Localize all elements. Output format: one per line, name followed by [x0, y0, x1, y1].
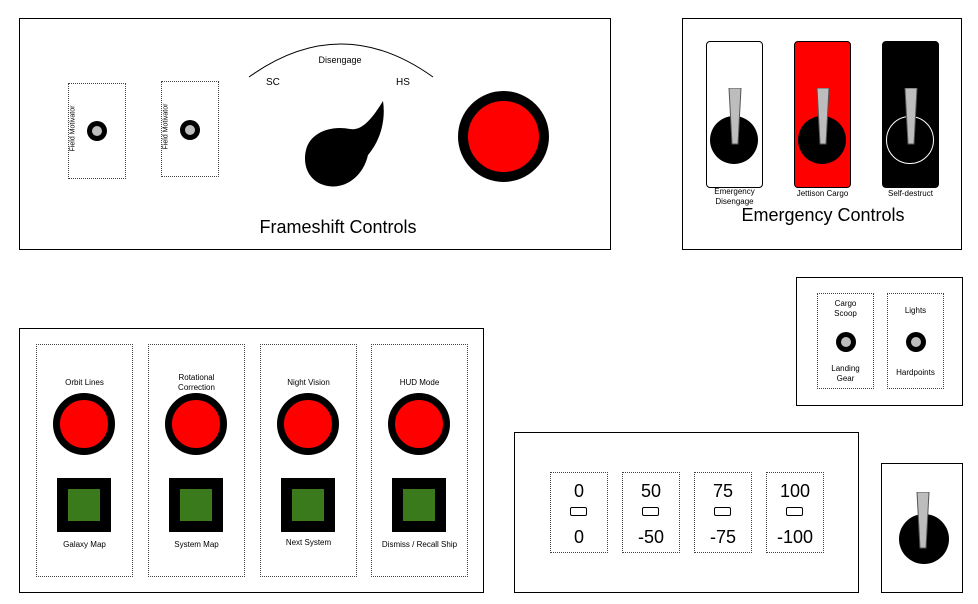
switch-lever-icon [904, 88, 918, 145]
cargo-scoop-box: Cargo Scoop Landing Gear [817, 293, 874, 389]
orbit-lines-label: Orbit Lines [65, 378, 104, 387]
preset-forward-value: 50 [640, 481, 662, 501]
night-vision-column: Night Vision Next System [260, 344, 357, 577]
preset-reverse-value: -100 [776, 527, 814, 547]
jettison-cargo-switch[interactable] [794, 41, 851, 188]
emergency-panel: Emergency Disengage Jettison Cargo Self-… [682, 18, 962, 250]
field-motivator-1-knob[interactable] [87, 121, 107, 141]
dial-top-label: Disengage [318, 55, 362, 65]
hud-mode-label: HUD Mode [399, 378, 440, 387]
jettison-cargo-label: Jettison Cargo [796, 189, 849, 198]
hardpoints-label: Hardpoints [896, 368, 935, 377]
frameshift-mode-knob[interactable] [300, 97, 390, 192]
dial-left-label: SC [266, 77, 280, 88]
cargo-scoop-label: Cargo Scoop [834, 299, 857, 318]
next-system-label: Next System [285, 538, 332, 547]
frameshift-title: Frameshift Controls [259, 217, 417, 237]
galaxy-map-button[interactable] [57, 478, 111, 532]
toggle-lever-icon [916, 492, 930, 549]
cargo-scoop-knob[interactable] [836, 332, 856, 352]
system-map-button[interactable] [169, 478, 223, 532]
throttle-preset-100: 100 -100 [766, 472, 824, 553]
lights-box: Lights Hardpoints [887, 293, 944, 389]
hud-mode-column: HUD Mode Dismiss / Recall Ship [371, 344, 468, 577]
emergency-disengage-switch[interactable] [706, 41, 763, 188]
emergency-disengage-label: Emergency Disengage [714, 187, 755, 206]
preset-forward-value: 75 [712, 481, 734, 501]
hud-mode-button[interactable] [388, 393, 450, 455]
throttle-preset-75-switch[interactable] [714, 507, 731, 516]
lights-knob[interactable] [906, 332, 926, 352]
field-motivator-1-box: Field Motivator [68, 83, 126, 179]
frameshift-panel: Field Motivator Field Motivator Disengag… [19, 18, 611, 250]
preset-forward-value: 0 [573, 481, 584, 501]
night-vision-label: Night Vision [287, 378, 330, 387]
preset-forward-value: 100 [779, 481, 811, 501]
throttle-panel: 0 0 50 -50 75 -75 100 -100 [514, 432, 859, 593]
emergency-title: Emergency Controls [741, 205, 905, 225]
rotational-correction-label: Rotational Correction [178, 373, 215, 392]
preset-reverse-value: 0 [573, 527, 584, 547]
rotational-correction-column: Rotational Correction System Map [148, 344, 245, 577]
self-destruct-label: Self-destruct [888, 189, 933, 198]
frameshift-engage-button[interactable] [458, 91, 549, 182]
field-motivator-2-knob[interactable] [180, 120, 200, 140]
dial-right-label: HS [396, 77, 410, 88]
throttle-preset-0: 0 0 [550, 472, 608, 553]
throttle-preset-75: 75 -75 [694, 472, 752, 553]
utility-panel: Cargo Scoop Landing Gear Lights Hardpoin… [796, 277, 963, 406]
night-vision-button[interactable] [277, 393, 339, 455]
rotational-correction-button[interactable] [165, 393, 227, 455]
preset-reverse-value: -75 [709, 527, 736, 547]
switch-lever-icon [728, 88, 742, 145]
system-map-label: System Map [174, 540, 219, 549]
orbit-lines-column: Orbit Lines Galaxy Map [36, 344, 133, 577]
field-motivator-2-box: Field Motivator [161, 81, 219, 177]
throttle-preset-50: 50 -50 [622, 472, 680, 553]
throttle-preset-0-switch[interactable] [570, 507, 587, 516]
landing-gear-label: Landing Gear [831, 364, 860, 383]
field-motivator-1-label: Field Motivator [69, 105, 77, 152]
frameshift-dial-arc [248, 43, 434, 78]
dismiss-recall-ship-button[interactable] [392, 478, 446, 532]
next-system-button[interactable] [281, 478, 335, 532]
toggle-panel [881, 463, 963, 593]
field-motivator-2-label: Field Motivator [162, 103, 170, 150]
switch-lever-icon [816, 88, 830, 145]
throttle-preset-100-switch[interactable] [786, 507, 803, 516]
self-destruct-switch[interactable] [882, 41, 939, 188]
galaxy-map-label: Galaxy Map [63, 540, 106, 549]
lights-label: Lights [904, 306, 927, 315]
orbit-lines-button[interactable] [53, 393, 115, 455]
dismiss-recall-ship-label: Dismiss / Recall Ship [381, 540, 458, 549]
preset-reverse-value: -50 [637, 527, 664, 547]
throttle-preset-50-switch[interactable] [642, 507, 659, 516]
navigation-panel: Orbit Lines Galaxy Map Rotational Correc… [19, 328, 484, 593]
